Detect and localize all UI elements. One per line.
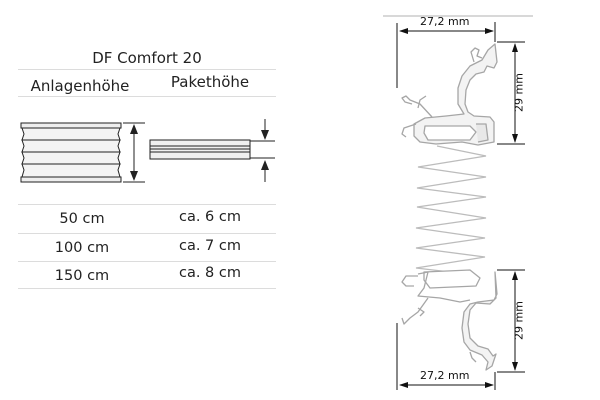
column-header-pakethoehe: Pakethöhe xyxy=(170,73,250,91)
pleated-blind-extended-icon xyxy=(20,122,145,183)
divider xyxy=(18,288,276,289)
divider xyxy=(18,204,276,205)
divider xyxy=(18,69,276,70)
divider xyxy=(18,96,276,97)
divider xyxy=(18,261,276,262)
divider xyxy=(18,233,276,234)
column-header-anlagenhoehe: Anlagenhöhe xyxy=(30,77,130,95)
table-cell: ca. 7 cm xyxy=(178,238,241,254)
table-cell: 50 cm xyxy=(59,211,105,227)
dimension-label-bottom-height: 29 mm xyxy=(512,301,526,340)
dimension-label-top-height: 29 mm xyxy=(512,73,526,112)
table-cell: ca. 8 cm xyxy=(178,265,241,281)
table-cell: ca. 6 cm xyxy=(178,209,241,225)
table-cell: 150 cm xyxy=(54,268,110,284)
dimension-label-top-width: 27,2 mm xyxy=(420,15,470,28)
table-cell: 100 cm xyxy=(54,240,110,256)
dimension-label-bottom-width: 27,2 mm xyxy=(420,369,470,382)
pleated-blind-packed-icon xyxy=(149,119,275,182)
table-title: DF Comfort 20 xyxy=(92,49,202,67)
